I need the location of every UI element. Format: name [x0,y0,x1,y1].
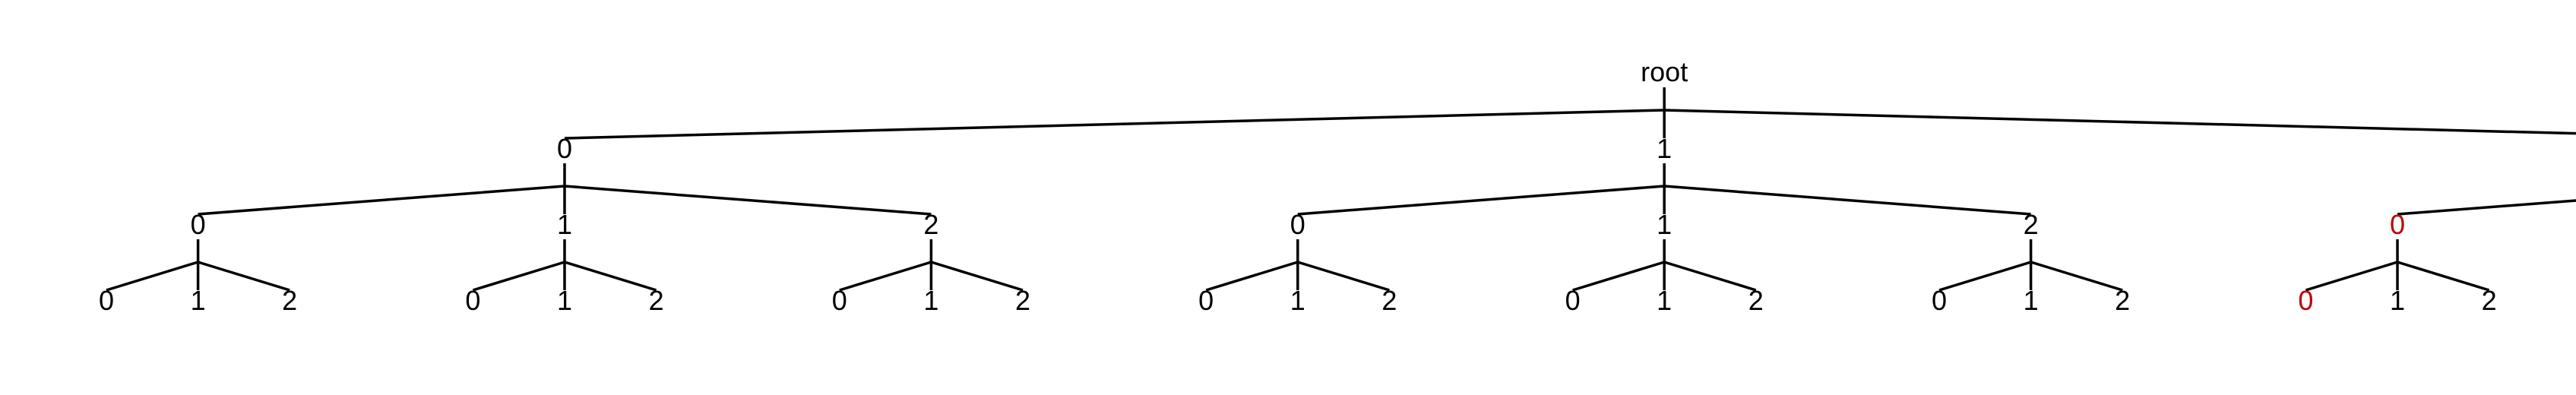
node-label-0-0-1: 1 [191,285,206,316]
edge-1-0-0 [1205,261,1299,292]
node-label-2-0-2: 2 [2482,285,2497,316]
edge-2-0-0 [2305,261,2398,292]
edge-0 [564,109,1665,140]
node-label-0-0-2: 2 [282,285,297,316]
edge-0-2-0 [839,261,932,292]
edge-0-0 [198,185,565,216]
edge-0-0-2 [198,261,290,292]
node-label-1: 1 [1657,133,1672,164]
node-label-1-0-1: 1 [1290,285,1305,316]
edge-2-0-2 [2397,261,2490,292]
edge-1-1-2 [1663,261,1757,292]
edge-1-2-2 [2030,261,2123,292]
node-label-2-0-1: 1 [2390,285,2405,316]
edge-2-0 [2397,199,2576,216]
node-label-1-2-2: 2 [2115,285,2130,316]
edge-0-2-2 [930,261,1024,292]
node-label-2-0-0: 0 [2298,285,2313,316]
tree-edges [106,87,2576,292]
edge-1-2 [1664,185,2031,216]
node-label-1-0-0: 0 [1198,285,1214,316]
node-label-1-2-1: 1 [2024,285,2039,316]
node-label-1-1-1: 1 [1657,285,1672,316]
edge-1-1-0 [1572,261,1665,292]
node-label-0-1-2: 2 [649,285,664,316]
edge-1-0-2 [1297,261,1390,292]
edge-2 [1664,109,2576,135]
edge-0-1-0 [472,261,565,292]
edge-1-2-0 [1938,261,2032,292]
edge-0-0-0 [106,261,199,292]
node-label-0-2-1: 1 [923,285,938,316]
node-label-1-1: 1 [1657,209,1672,240]
edge-0-1-2 [564,261,657,292]
node-label-0-2-0: 0 [832,285,847,316]
edge-0-2 [564,185,932,216]
node-label-1-1-0: 0 [1565,285,1581,316]
node-label-0-2: 2 [923,209,938,240]
node-label-0-1-1: 1 [557,285,572,316]
node-label-1-1-2: 2 [1748,285,1764,316]
node-label-0-1: 1 [557,209,572,240]
tree-labels: root000121012201210012101220122001210122… [99,56,2497,316]
edge-1-0 [1297,185,1665,216]
node-label-1-2-0: 0 [1932,285,1947,316]
node-label-0-2-2: 2 [1015,285,1030,316]
node-label-0-0-0: 0 [99,285,114,316]
node-label-0-1-0: 0 [465,285,480,316]
node-label-1-0-2: 2 [1381,285,1397,316]
node-label-1-2: 2 [2024,209,2039,240]
node-label-0-0: 0 [191,209,206,240]
node-label-1-0: 0 [1290,209,1305,240]
node-label-0: 0 [557,133,572,164]
root-node-label: root [1641,56,1688,87]
node-label-2-0: 0 [2390,209,2405,240]
